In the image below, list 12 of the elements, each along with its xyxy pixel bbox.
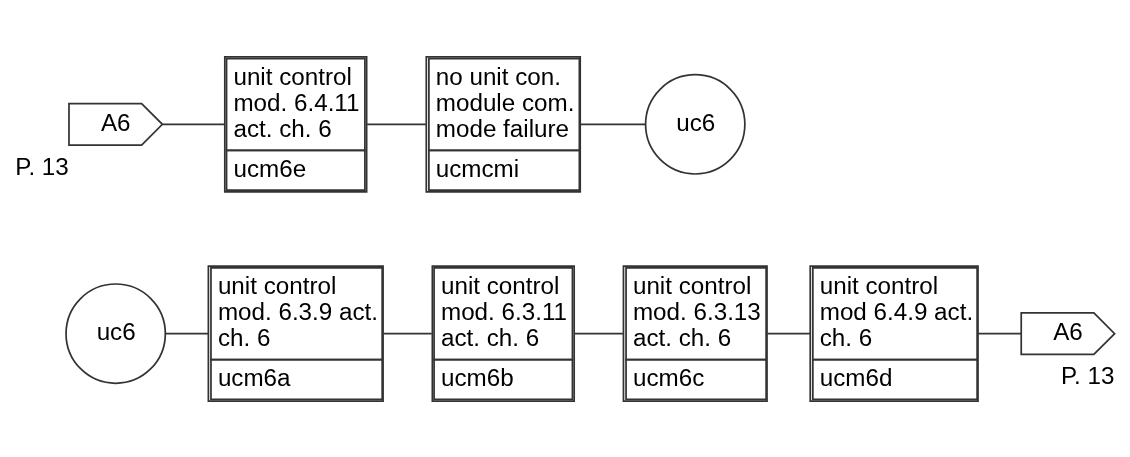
connector bbox=[161, 123, 226, 125]
connector bbox=[366, 123, 427, 125]
node-circle: uc6 bbox=[644, 73, 746, 175]
connector bbox=[164, 332, 209, 334]
node-circle: uc6 bbox=[65, 282, 167, 384]
connector bbox=[382, 332, 433, 334]
connector bbox=[977, 332, 1022, 334]
connector bbox=[766, 332, 811, 334]
node-label: P. 13 bbox=[15, 152, 69, 180]
connector bbox=[573, 332, 624, 334]
connector bbox=[579, 123, 647, 125]
node-label: P. 13 bbox=[1061, 361, 1115, 389]
